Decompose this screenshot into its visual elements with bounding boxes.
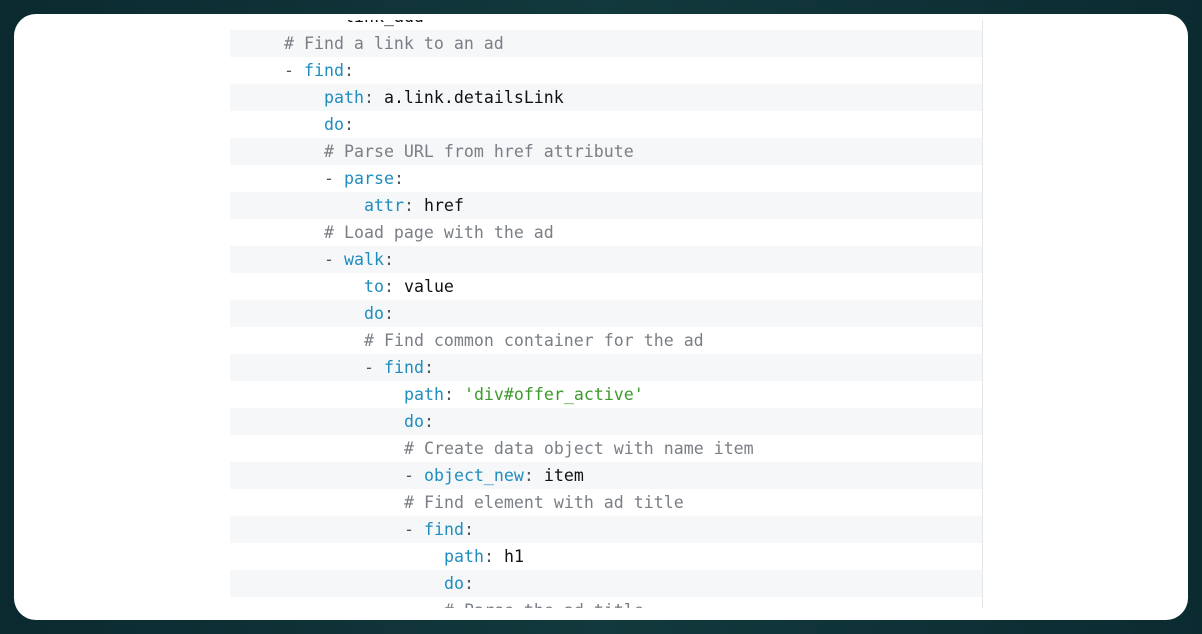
code-line: do:	[230, 570, 982, 597]
code-line: # Parse URL from href attribute	[230, 138, 982, 165]
code-token-val: link_add	[344, 20, 424, 26]
code-token-punct: :	[343, 115, 354, 134]
code-line: attr: href	[230, 192, 982, 219]
code-token-comment: # Load page with the ad	[324, 223, 554, 242]
code-line: # Find element with ad title	[230, 489, 982, 516]
code-line: # Parse the ad title	[230, 597, 982, 608]
code-token-punct: :	[403, 196, 424, 215]
code-token-punct: -	[404, 466, 424, 485]
code-token-key: path	[324, 88, 364, 107]
yaml-code-block: link_add# Find a link to an ad- find:pat…	[230, 20, 983, 608]
code-token-punct: -	[404, 520, 424, 539]
code-line: # Create data object with name item	[230, 435, 982, 462]
code-line: - object_new: item	[230, 462, 982, 489]
code-line: - parse:	[230, 165, 982, 192]
code-token-punct: :	[383, 277, 404, 296]
code-line: # Find a link to an ad	[230, 30, 982, 57]
code-line: path: h1	[230, 543, 982, 570]
code-token-val: href	[423, 196, 464, 215]
code-token-punct: :	[523, 466, 544, 485]
code-token-punct: :	[443, 385, 464, 404]
code-token-comment: # Find element with ad title	[404, 493, 684, 512]
code-token-str: 'div#offer_active'	[463, 385, 644, 404]
code-token-punct: :	[383, 304, 394, 323]
code-token-key: object_new	[423, 466, 524, 485]
code-token-key: find	[423, 520, 464, 539]
code-token-key: path	[444, 547, 484, 566]
code-token-key: do	[364, 304, 384, 323]
code-token-comment: # Create data object with name item	[404, 439, 754, 458]
code-token-comment: # Parse URL from href attribute	[324, 142, 634, 161]
code-token-punct: :	[463, 574, 474, 593]
code-token-key: do	[324, 115, 344, 134]
code-line: link_add	[230, 20, 982, 30]
code-token-val: value	[403, 277, 454, 296]
code-token-key: walk	[343, 250, 384, 269]
code-token-punct: :	[463, 520, 474, 539]
code-token-punct: :	[393, 169, 404, 188]
code-token-key: do	[444, 574, 464, 593]
code-line: do:	[230, 300, 982, 327]
code-line: do:	[230, 111, 982, 138]
code-token-val: item	[543, 466, 584, 485]
code-token-punct: -	[324, 250, 344, 269]
code-token-punct: :	[343, 61, 354, 80]
code-token-key: do	[404, 412, 424, 431]
code-token-comment: # Parse the ad title	[444, 601, 644, 608]
code-token-punct: :	[363, 88, 384, 107]
code-token-punct: -	[364, 358, 384, 377]
code-token-comment: # Find common container for the ad	[364, 331, 704, 350]
code-token-val: a.link.detailsLink	[383, 88, 564, 107]
code-token-key: find	[383, 358, 424, 377]
code-token-key: parse	[343, 169, 394, 188]
code-token-punct: :	[483, 547, 504, 566]
code-token-val: h1	[503, 547, 524, 566]
code-token-comment: # Find a link to an ad	[284, 34, 504, 53]
code-line: - find:	[230, 354, 982, 381]
code-token-key: to	[364, 277, 384, 296]
code-line: do:	[230, 408, 982, 435]
code-token-key: attr	[364, 196, 404, 215]
code-token-key: path	[404, 385, 444, 404]
code-line: - find:	[230, 516, 982, 543]
code-line: to: value	[230, 273, 982, 300]
code-token-key: find	[303, 61, 344, 80]
code-line: path: a.link.detailsLink	[230, 84, 982, 111]
code-line: - find:	[230, 57, 982, 84]
code-line: # Find common container for the ad	[230, 327, 982, 354]
code-line: - walk:	[230, 246, 982, 273]
code-line: # Load page with the ad	[230, 219, 982, 246]
code-token-punct: -	[324, 169, 344, 188]
code-token-punct: :	[383, 250, 394, 269]
code-token-punct: -	[284, 61, 304, 80]
code-token-punct: :	[423, 412, 434, 431]
code-token-punct: :	[423, 358, 434, 377]
code-line: path: 'div#offer_active'	[230, 381, 982, 408]
